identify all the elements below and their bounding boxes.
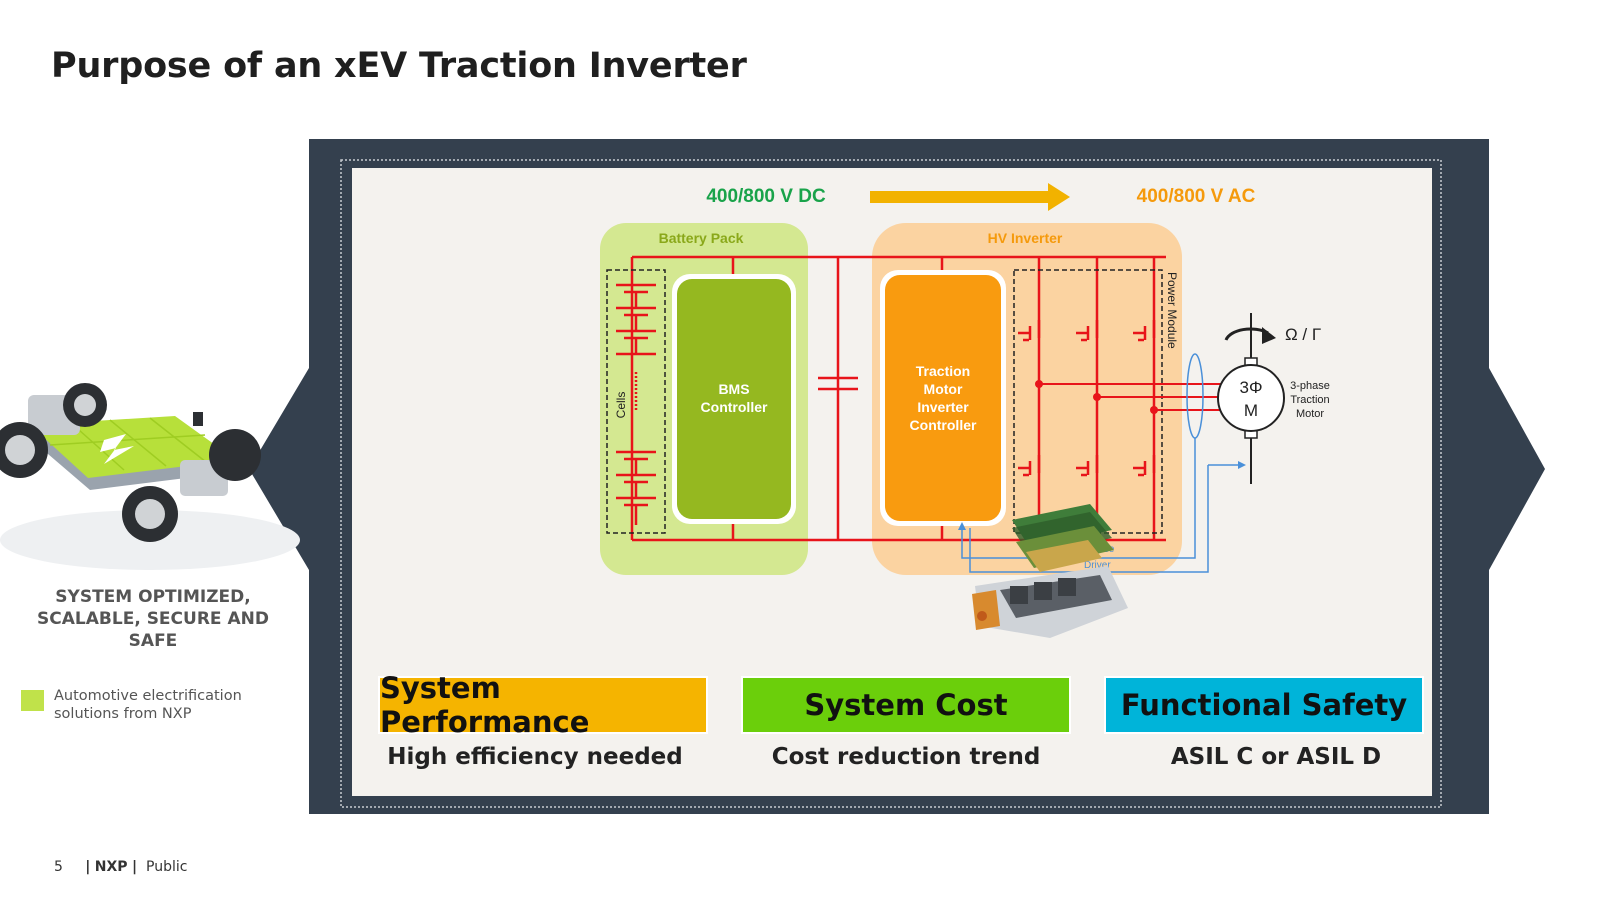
dotted-border	[340, 159, 1442, 808]
traction-motor-inverter-controller	[885, 275, 1001, 521]
feature-safety-subtitle: ASIL C or ASIL D	[1170, 744, 1382, 770]
footer: 5 | NXP | Public	[54, 859, 188, 875]
feature-performance-title: System Performance	[380, 671, 590, 739]
cells-label: Cells	[614, 392, 628, 419]
battery-pack-label: Battery Pack	[659, 230, 744, 246]
inverter-hardware-image	[972, 504, 1128, 638]
feature-performance: System Performance	[378, 671, 708, 739]
speed-torque-label: Ω / Γ	[1285, 325, 1321, 344]
feature-cost: System Cost	[741, 676, 1071, 734]
tmic-label-line1: Traction	[916, 363, 970, 379]
footer-brand: NXP	[94, 859, 128, 875]
battery-cells	[616, 283, 656, 525]
ac-voltage-label: 400/800 V AC	[1137, 186, 1256, 207]
hv-inverter-label: HV Inverter	[988, 230, 1063, 246]
motor-symbol-line2: M	[1244, 401, 1258, 420]
dc-link-capacitor	[818, 376, 858, 391]
phase-lines	[1039, 383, 1232, 411]
motor-label-line2: Traction	[1290, 394, 1329, 406]
legend-swatch	[21, 690, 44, 711]
feature-safety-title: Functional Safety	[1120, 688, 1408, 722]
bms-label-line1: BMS	[718, 381, 749, 397]
power-module-label: Power Module	[1165, 272, 1179, 349]
traction-motor	[1217, 313, 1285, 484]
tmic-label-line2: Motor	[924, 381, 963, 397]
footer-classification: Public	[146, 859, 188, 875]
tmic-label-line4: Controller	[910, 417, 977, 433]
phase-nodes	[1035, 380, 1158, 414]
feature-cost-title: System Cost	[804, 688, 1008, 722]
bms-label-line2: Controller	[701, 399, 768, 415]
slide-title: Purpose of an xEV Traction Inverter	[51, 46, 747, 86]
feature-cost-subtitle: Cost reduction trend	[771, 744, 1041, 770]
dc-voltage-label: 400/800 V DC	[706, 186, 826, 207]
legend-text: Automotive electrification solutions fro…	[54, 688, 242, 722]
cells-box	[606, 269, 666, 534]
side-caption: SYSTEM OPTIMIZED, SCALABLE, SECURE AND S…	[37, 587, 269, 651]
motor-label-line1: 3-phase	[1290, 380, 1330, 392]
bms-controller	[677, 279, 791, 519]
feature-performance-subtitle: High efficiency needed	[387, 744, 683, 770]
feature-safety: Functional Safety	[1104, 676, 1424, 734]
page-number: 5	[54, 859, 63, 875]
motor-label-line3: Motor	[1296, 408, 1324, 420]
driver-label: Driver	[1084, 560, 1111, 571]
tmic-label-line3: Inverter	[917, 399, 969, 415]
motor-symbol-line1: 3Φ	[1239, 378, 1262, 397]
flow-arrow	[870, 183, 1070, 211]
ev-chassis-image	[0, 383, 300, 570]
igbt-switches	[1018, 320, 1156, 477]
